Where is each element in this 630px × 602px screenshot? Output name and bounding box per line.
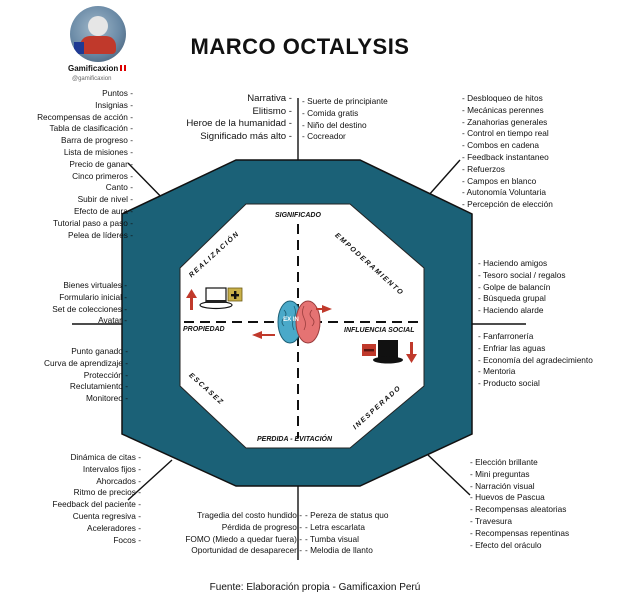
list-top-left: NarrativaElitismoHeroe de la humanidadSi… <box>186 93 292 143</box>
drive-label-bottom: PERDIDA - EVITACIÓN <box>257 436 333 443</box>
list-left-mid2: Punto ganadoCurva de aprendizajeProtecci… <box>44 346 128 405</box>
list-left-mid: Bienes virtualesFormulario inicialSet de… <box>52 280 127 327</box>
list-left-lower: Dinámica de citasIntervalos fijosAhorcad… <box>52 452 141 546</box>
drive-label-top: SIGNIFICADO <box>275 212 321 219</box>
plus-icon <box>227 287 243 302</box>
profile-handle: @gamificaxion <box>72 76 112 82</box>
drive-label-right: INFLUENCIA SOCIAL <box>344 327 415 334</box>
brain-icon: EX IN <box>277 300 321 344</box>
peru-flag-icon <box>120 65 127 71</box>
black-top-hat-icon <box>373 340 403 364</box>
page-title: MARCO OCTALYSIS <box>190 34 410 59</box>
list-top-right: Suerte de principianteComida gratisNiño … <box>302 96 388 143</box>
list-bottom-left: Tragedia del costo hundidoPérdida de pro… <box>185 510 302 557</box>
source-footer: Fuente: Elaboración propia - Gamificaxio… <box>209 582 421 593</box>
list-bottom-right: Pereza de status quoLetra escarlataTumba… <box>305 510 389 557</box>
list-right-mid: Haciendo amigosTesoro social / regalosGo… <box>478 258 566 317</box>
arrows <box>186 289 417 363</box>
svg-text:EX IN: EX IN <box>283 317 299 323</box>
profile-avatar <box>70 6 126 62</box>
list-right-lower: Elección brillanteMini preguntasNarració… <box>470 457 569 551</box>
list-left-upper: PuntosInsigniasRecompensas de acciónTabl… <box>37 88 133 241</box>
profile-name: Gamificaxion <box>68 64 127 73</box>
drive-label-left: PROPIEDAD <box>183 326 225 333</box>
list-right-upper: Desbloqueo de hitosMecánicas perennesZan… <box>462 93 553 211</box>
white-top-hat-icon <box>199 287 233 310</box>
list-right-mid2: FanfarroneríaEnfriar las aguasEconomía d… <box>478 331 593 390</box>
minus-icon <box>362 344 376 356</box>
